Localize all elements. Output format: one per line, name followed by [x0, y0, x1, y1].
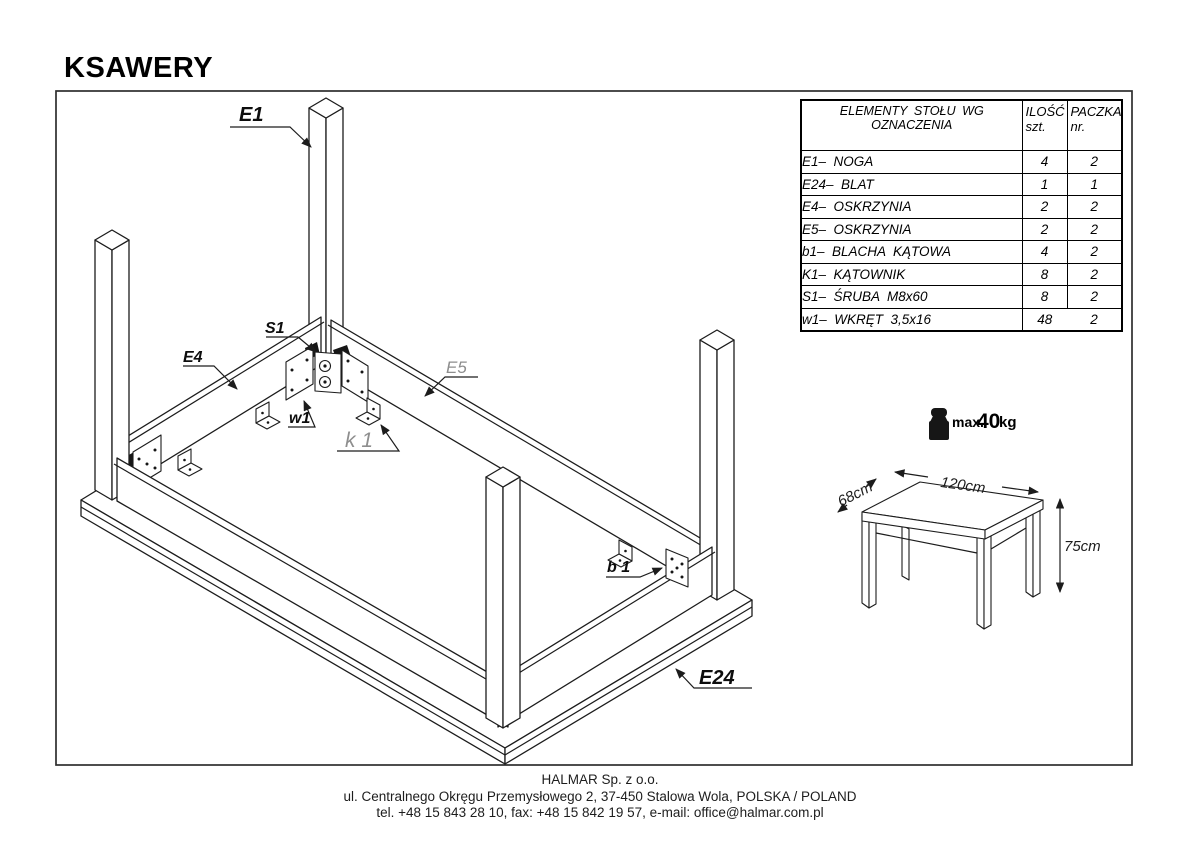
header-pack-line2: nr. — [1070, 119, 1086, 134]
part-qty: 4 — [1021, 240, 1068, 264]
parts-table-row: K1– KĄTOWNIK 8 2 — [800, 262, 1123, 286]
footer-contact: tel. +48 15 843 28 10, fax: +48 15 842 1… — [376, 805, 824, 820]
footer: HALMAR Sp. z o.o. ul. Centralnego Okręgu… — [0, 772, 1200, 822]
label-s1: S1 — [265, 320, 285, 337]
label-w1: w1 — [289, 410, 310, 427]
part-qty: 48 — [1021, 307, 1067, 332]
weight-icon — [929, 408, 949, 440]
max-weight-value: 40 — [977, 410, 1000, 433]
part-label: E24– BLAT — [800, 172, 1023, 196]
leader-line — [230, 126, 312, 148]
parts-table-row: b1– BLACHA KĄTOWA 4 2 — [800, 240, 1123, 264]
header-pack-line1: PACZKA — [1070, 104, 1122, 119]
parts-table-row: S1– ŚRUBA M8x60 8 2 — [800, 285, 1123, 309]
mini-table-leg — [861, 513, 877, 609]
header-qty-line1: ILOŚĆ — [1025, 104, 1065, 119]
part-pack: 2 — [1066, 240, 1123, 264]
part-label: E1– NOGA — [800, 150, 1023, 174]
parts-table-header-pack: PACZKA nr. — [1066, 99, 1123, 151]
table-leg-left — [94, 229, 130, 501]
dimension-height: 75cm — [1055, 497, 1101, 594]
label-k1: k 1 — [345, 429, 373, 452]
dimension-depth: 68cm — [835, 478, 877, 513]
part-qty: 2 — [1021, 195, 1068, 219]
part-pack: 2 — [1066, 285, 1123, 309]
table-leg-back — [308, 97, 344, 369]
table-leg-right — [699, 329, 735, 601]
apron-front-left — [113, 457, 509, 728]
product-title: KSAWERY — [64, 52, 214, 84]
part-label: S1– ŚRUBA M8x60 — [800, 285, 1023, 309]
dimension-width-label: 120cm — [939, 474, 986, 497]
leader-line — [183, 365, 238, 390]
label-e5: E5 — [446, 358, 467, 377]
footer-address: ul. Centralnego Okręgu Przemysłowego 2, … — [343, 788, 857, 804]
label-b1: b 1 — [607, 559, 630, 576]
part-qty: 1 — [1021, 172, 1068, 196]
part-pack: 2 — [1067, 307, 1123, 332]
parts-table-row: E1– NOGA 4 2 — [800, 150, 1123, 174]
part-qty: 4 — [1021, 150, 1068, 174]
dimension-width: 120cm — [893, 469, 1040, 497]
corner-plate-b1 — [665, 548, 689, 588]
part-label: b1– BLACHA KĄTOWA — [800, 240, 1023, 264]
leader-line — [424, 376, 478, 397]
part-label: K1– KĄTOWNIK — [800, 262, 1023, 286]
parts-table: ELEMENTY STOŁU WG OZNACZENIA ILOŚĆ szt. … — [800, 99, 1123, 332]
part-label: w1– WKRĘT 3,5x16 — [800, 307, 1023, 332]
label-e24: E24 — [699, 667, 735, 689]
parts-table-row: E4– OSKRZYNIA 2 2 — [800, 195, 1123, 219]
leader-line — [606, 567, 663, 578]
max-weight-prefix: max. — [952, 414, 984, 430]
part-qty: 8 — [1021, 285, 1068, 309]
parts-table-header-elements: ELEMENTY STOŁU WG OZNACZENIA — [800, 99, 1023, 151]
leader-line — [337, 424, 401, 452]
part-pack: 1 — [1066, 172, 1123, 196]
parts-table-row: E24– BLAT 1 1 — [800, 172, 1123, 196]
leader-line — [675, 668, 752, 689]
drawing-border — [55, 90, 1133, 766]
part-label: E5– OSKRZYNIA — [800, 217, 1023, 241]
parts-table-header-row: ELEMENTY STOŁU WG OZNACZENIA ILOŚĆ szt. … — [800, 99, 1123, 151]
mini-table-top — [861, 481, 1044, 540]
mini-table-leg — [976, 532, 992, 630]
part-pack: 2 — [1066, 195, 1123, 219]
mini-table-leg — [901, 524, 910, 581]
part-labels: E1 S1 E4 w1 k 1 E5 b 1 E24 — [183, 104, 752, 689]
table-leg-front — [485, 466, 521, 729]
leader-line — [288, 400, 316, 428]
max-weight: max. 40 kg — [929, 408, 1017, 440]
label-e4: E4 — [183, 349, 203, 366]
leader-line — [266, 336, 317, 353]
label-e1: E1 — [239, 104, 263, 126]
dimension-height-label: 75cm — [1064, 538, 1101, 555]
dimension-figure: 120cm 68cm 75cm — [835, 469, 1101, 630]
header-qty-line2: szt. — [1025, 119, 1046, 134]
max-weight-unit: kg — [999, 414, 1017, 431]
part-qty: 8 — [1021, 262, 1068, 286]
part-pack: 2 — [1066, 150, 1123, 174]
part-pack: 2 — [1066, 262, 1123, 286]
footer-company: HALMAR Sp. z o.o. — [541, 772, 659, 787]
parts-table-header-qty: ILOŚĆ szt. — [1021, 99, 1068, 151]
parts-table-row: w1– WKRĘT 3,5x16 48 2 — [800, 307, 1123, 332]
part-qty: 2 — [1021, 217, 1068, 241]
dimension-depth-label: 68cm — [835, 479, 875, 511]
part-label: E4– OSKRZYNIA — [800, 195, 1023, 219]
corner-bracket-assembly — [285, 342, 369, 403]
part-pack: 2 — [1066, 217, 1123, 241]
parts-table-row: E5– OSKRZYNIA 2 2 — [800, 217, 1123, 241]
mini-table-leg — [1025, 502, 1041, 598]
